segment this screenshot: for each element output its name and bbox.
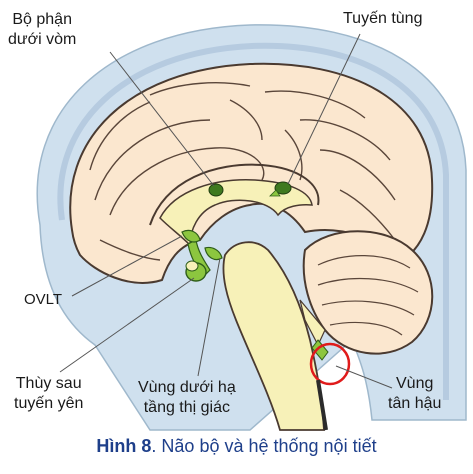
label-optic-hypothalamus-line1: Vùng dưới hạ [138, 379, 236, 396]
label-optic-hypothalamus-line2: tầng thị giác [143, 399, 230, 416]
spinal-cord-band [316, 379, 328, 431]
label-posterior-pituitary-line1: Thùy sau [15, 375, 82, 392]
label-area-postrema: Vùng tân hậu [388, 374, 441, 414]
cerebellum-folia [317, 255, 419, 336]
label-posterior-pituitary-line2: tuyến yên [14, 395, 84, 412]
area-postrema-highlight [309, 342, 351, 386]
leader-lines [59, 33, 393, 389]
caption-text: . Não bộ và hệ thống nội tiết [151, 436, 377, 456]
label-posterior-pituitary: Thùy sau tuyến yên [14, 374, 83, 414]
label-area-postrema-line1: Vùng [396, 375, 434, 392]
label-pineal-text: Tuyến tùng [343, 10, 423, 27]
subfornical-organ [208, 183, 224, 197]
gyri-lines [89, 82, 396, 261]
anterior-pituitary [185, 260, 199, 272]
area-postrema-organ [311, 339, 329, 361]
meninges-band [57, 42, 449, 400]
cerebellum [302, 230, 434, 355]
corpus-callosum [149, 163, 320, 226]
label-optic-hypothalamus: Vùng dưới hạ tầng thị giác [138, 378, 236, 418]
caption-prefix: Hình 8 [96, 436, 152, 456]
label-ovlt: OVLT [24, 290, 62, 310]
label-subfornical-line2: dưới vòm [8, 31, 77, 48]
label-ovlt-text: OVLT [24, 291, 63, 308]
figure-caption: Hình 8. Não bộ và hệ thống nội tiết [0, 436, 473, 457]
label-pineal-gland: Tuyến tùng [343, 9, 422, 29]
label-subfornical-organ: Bộ phận dưới vòm [8, 10, 76, 50]
pineal-gland [274, 181, 292, 195]
ovlt-organ [181, 229, 201, 243]
median-eminence [204, 246, 223, 261]
label-subfornical-line1: Bộ phận [12, 11, 72, 28]
pineal-stalk [269, 189, 281, 197]
label-area-postrema-line2: tân hậu [388, 395, 442, 412]
